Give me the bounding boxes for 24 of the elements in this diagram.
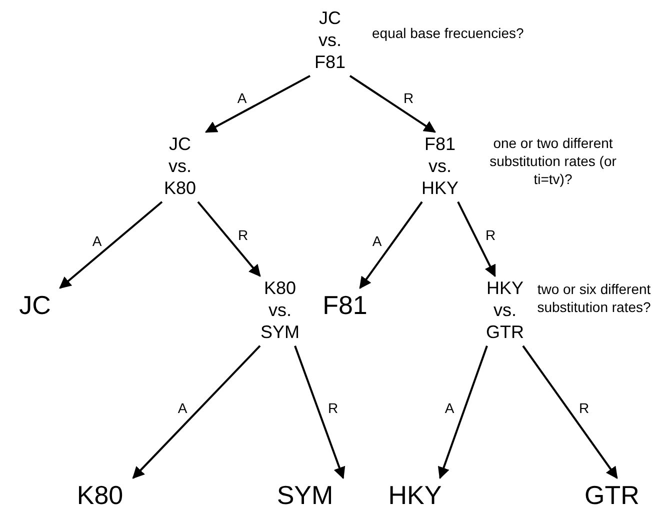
- model-text: K80 vs. SYM: [250, 276, 310, 346]
- model-text: GTR: [574, 478, 650, 514]
- arrow: [59, 201, 163, 289]
- arrow: [132, 345, 261, 479]
- question-note: two or six different substitution rates?: [536, 280, 652, 316]
- model-text: SYM: [266, 478, 344, 514]
- question-note: one or two different substitution rates (or ti=tv)?: [488, 134, 618, 189]
- model-text: HKY vs. GTR: [476, 276, 534, 346]
- model-text: HKY: [378, 478, 452, 514]
- arrow: [522, 345, 618, 479]
- arrow: [457, 201, 496, 278]
- question-note: equal base frecuencies?: [372, 24, 524, 42]
- arrow: [349, 75, 436, 133]
- model-text: JC vs. F81: [304, 6, 356, 76]
- arrow: [197, 201, 261, 277]
- model-text: F81 vs. HKY: [412, 132, 468, 202]
- model-text: JC vs. K80: [154, 132, 206, 202]
- arrow: [438, 346, 488, 480]
- arrow: [359, 201, 423, 289]
- model-text: K80: [66, 478, 134, 514]
- model-text: JC: [9, 288, 61, 324]
- arrow: [294, 346, 346, 480]
- arrow: [204, 74, 310, 133]
- model-text: F81: [312, 288, 378, 324]
